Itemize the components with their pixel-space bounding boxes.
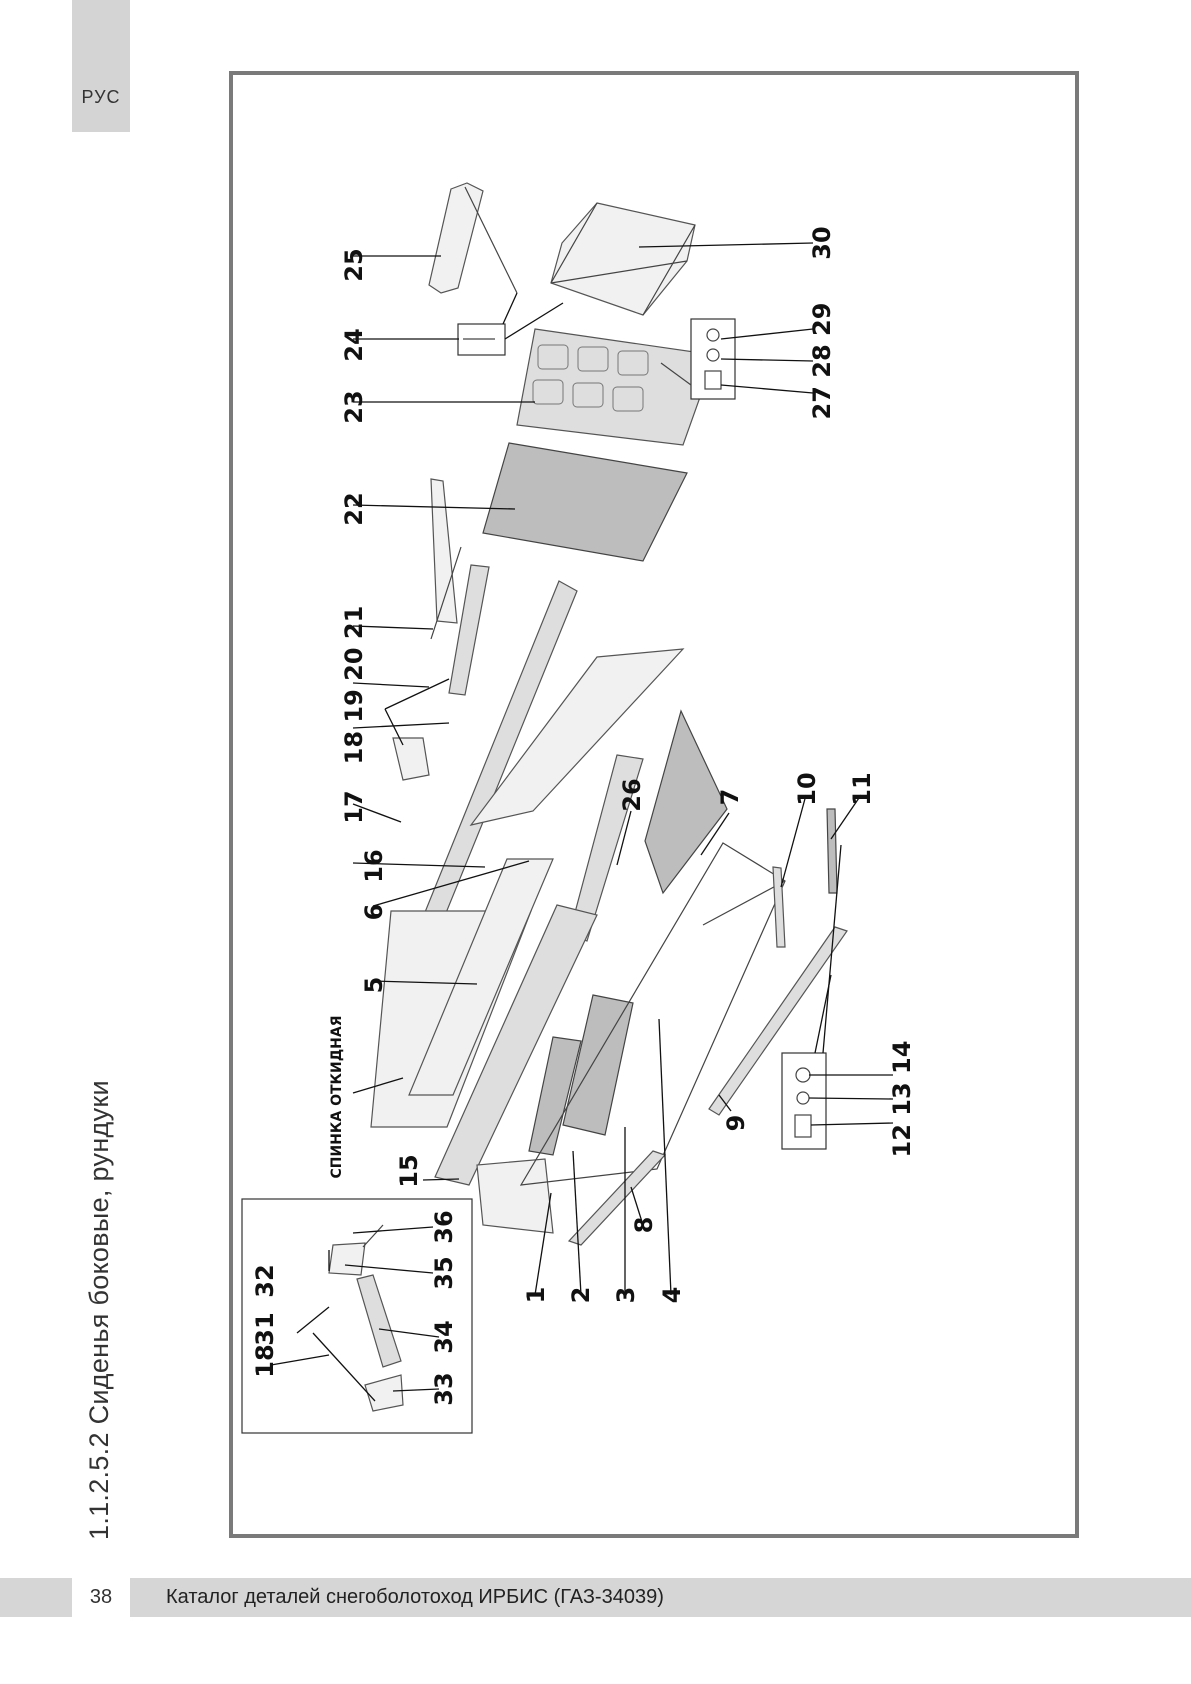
part-35-hinge (328, 1242, 366, 1276)
part-10-bar (772, 866, 786, 948)
catalog-title: Каталог деталей снегоболотоход ИРБИС (ГА… (166, 1586, 664, 1608)
part-21-rail (430, 478, 458, 624)
part-17-clip (392, 737, 430, 781)
part-2-panel (528, 1036, 582, 1156)
callout-10: 10 (793, 772, 821, 805)
part-3-panel (562, 994, 634, 1136)
callout-12-14: 12 13 14 (888, 1041, 916, 1158)
section-title: 1.1.2.5.2 Сиденья боковые, рундуки (84, 1080, 114, 1540)
part-1-panel (476, 1158, 554, 1234)
callout-22: 22 (340, 492, 368, 525)
part-8-bar (567, 1150, 667, 1246)
part-30-box (550, 202, 696, 316)
part-33-plate (364, 1374, 404, 1412)
part-19-rail (448, 564, 490, 696)
part-7-cushion (644, 709, 728, 895)
callout-4: 4 (658, 1287, 686, 1304)
part-11-bar (826, 808, 838, 894)
callout-6: 6 (360, 904, 388, 921)
language-tab: РУС (72, 0, 130, 132)
part-12-14-hardware-box (781, 1052, 827, 1150)
callout-1: 1 (522, 1287, 550, 1304)
part-9-bar (708, 926, 848, 1116)
part-15-seat-long (434, 904, 598, 1186)
callout-30: 30 (808, 226, 836, 259)
part-6-panel (469, 648, 685, 826)
callout-2: 2 (567, 1287, 595, 1304)
flip-back-caption: СПИНКА ОТКИДНАЯ (329, 1016, 345, 1179)
callout-16: 16 (360, 849, 388, 882)
callout-32: 32 (251, 1264, 279, 1297)
callout-34: 34 (430, 1320, 458, 1353)
callout-23: 23 (340, 390, 368, 423)
exploded-diagram-frame: 25 24 23 22 30 27 28 29 18 19 20 21 17 1… (229, 71, 1079, 1538)
page-number: 38 (72, 1578, 130, 1617)
callout-15: 15 (395, 1154, 423, 1187)
callout-3: 3 (612, 1287, 640, 1304)
callout-24: 24 (340, 328, 368, 361)
callout-7: 7 (716, 789, 744, 806)
exploded-diagram: 25 24 23 22 30 27 28 29 18 19 20 21 17 1… (241, 182, 916, 1434)
callout-31: 31 (251, 1312, 279, 1345)
part-26-seat (568, 754, 644, 942)
callout-33: 33 (430, 1372, 458, 1405)
callout-35: 35 (430, 1256, 458, 1289)
part-25-bracket (428, 182, 484, 294)
callout-11: 11 (848, 772, 876, 805)
callout-27-29: 27 28 29 (808, 303, 836, 420)
part-4-frame (519, 842, 786, 1186)
inset-hinge-detail (241, 1198, 473, 1434)
callout-25: 25 (340, 248, 368, 281)
callout-18-21: 18 19 20 21 (340, 606, 368, 765)
part-22-cushion (482, 442, 688, 562)
callout-18-inset: 18 (251, 1344, 279, 1377)
callout-5: 5 (360, 977, 388, 994)
callout-8: 8 (630, 1217, 658, 1234)
callout-9: 9 (722, 1115, 750, 1132)
part-5-panel (408, 858, 554, 1096)
part-34-lever (356, 1274, 402, 1368)
footer-bar (0, 1578, 1191, 1617)
language-label: РУС (81, 87, 121, 107)
callout-17: 17 (340, 790, 368, 823)
callout-26: 26 (618, 778, 646, 811)
callout-36: 36 (430, 1210, 458, 1243)
